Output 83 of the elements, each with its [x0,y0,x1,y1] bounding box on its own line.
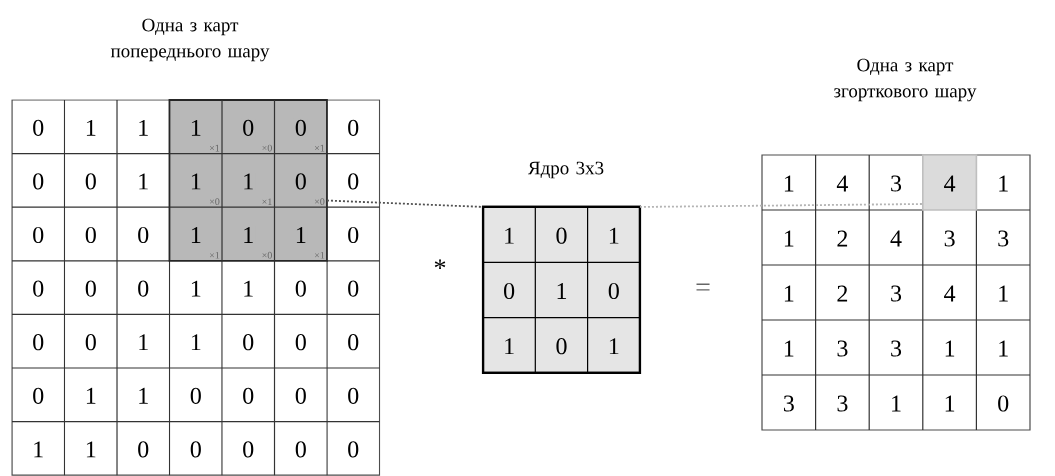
weight-subscript: ×1 [314,252,325,259]
cell-number: 0 [31,333,46,352]
cell-number: 0 [346,279,361,298]
operator-sign: * [434,259,446,269]
cell-number: 1 [136,333,151,352]
cell-number: 4 [835,174,850,193]
cell-number: 3 [996,229,1011,248]
weight-subscript: ×1 [209,252,220,259]
weight-subscript: ×0 [262,251,272,259]
cell-number: 4 [889,229,903,248]
cell-number: 1 [136,172,151,191]
cell-number: 0 [346,386,361,405]
cell-number: 3 [889,339,903,358]
cell-number: 0 [83,333,98,352]
cell-number: 1 [136,386,151,405]
cell-number: 2 [835,284,850,303]
cell-number: 1 [889,394,903,413]
cell-number: 1 [83,440,98,459]
cell-number: 1 [781,229,796,248]
cell-number: 1 [502,337,517,356]
weight-subscript: ×0 [314,198,325,205]
cell-number: 3 [889,284,903,303]
cell-number: 1 [781,284,796,303]
cell-number: 0 [241,333,256,352]
cell-number: 0 [996,394,1011,413]
output-map-grid [761,154,1031,431]
cell-number: 1 [996,174,1011,193]
dotted-line [326,199,484,208]
cell-number: 0 [346,172,361,191]
cell-number: 1 [136,118,151,137]
kernel-grid [481,205,642,374]
cell-number: 0 [241,386,256,405]
cell-number: 0 [31,225,46,245]
cell-number: 1 [241,279,256,298]
cell-number: 0 [31,279,46,298]
heading: Одна з карт згорткового шару [834,58,977,102]
cell-number: 0 [83,279,98,298]
cell-number: 0 [83,172,98,191]
cell-number: 1 [241,172,256,191]
cell-number: 3 [835,339,850,358]
cell-number: 0 [188,386,203,405]
cell-number: 3 [889,174,903,193]
highlighted-patch [168,99,328,262]
cell-number: 0 [31,118,46,137]
cell-number: 0 [188,440,203,459]
cell-number: 0 [293,333,308,352]
cell-number: 4 [942,284,957,303]
cell-number: 0 [293,440,308,459]
cell-number: 3 [781,394,796,413]
dotted-line [639,203,924,208]
cell-number: 1 [83,386,98,405]
weight-subscript: ×0 [209,198,220,205]
weight-subscript: ×0 [262,144,272,152]
cell-number: 3 [835,394,850,413]
highlighted-cell [922,154,978,211]
cell-number: 1 [781,339,796,358]
cell-number: 1 [781,174,796,193]
weight-subscript: ×1 [314,144,325,152]
weight-subscript: ×1 [262,198,272,205]
cell-number: 0 [83,225,98,245]
cell-number: 1 [31,440,46,459]
cell-number: 0 [31,386,46,405]
operator-sign: = [696,283,710,291]
heading: Одна з карт попереднього шару [110,18,270,62]
cell-number: 1 [83,118,98,137]
cell-number: 1 [241,226,256,244]
cell-number: 1 [996,339,1011,358]
heading: Ядро 3x3 [528,161,604,179]
cell-number: 1 [942,394,957,413]
cell-number: 1 [188,333,203,352]
cell-number: 0 [136,279,151,298]
cell-number: 0 [293,386,308,405]
cell-number: 0 [346,333,361,352]
cell-number: 0 [136,440,151,459]
cell-number: 0 [241,440,256,459]
cell-number: 0 [31,172,46,191]
cell-number: 2 [835,229,850,248]
cell-number: 1 [188,279,203,298]
weight-subscript: ×1 [209,144,220,152]
cell-number: 0 [346,440,361,459]
feature-map-grid [11,99,381,476]
cell-number: 1 [996,284,1011,303]
cell-number: 1 [942,339,957,358]
